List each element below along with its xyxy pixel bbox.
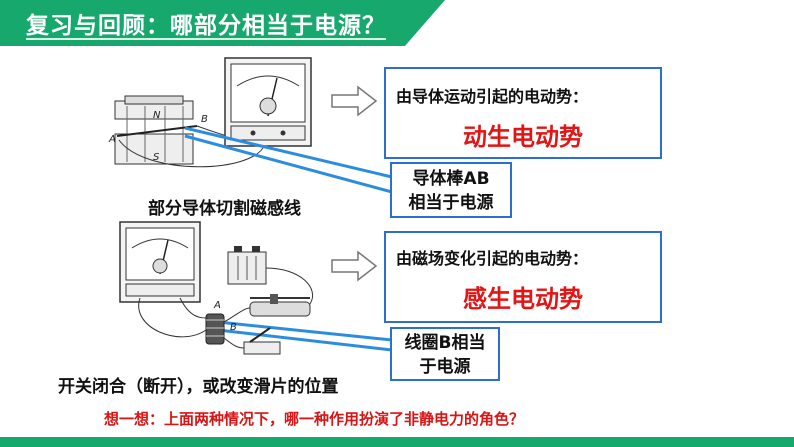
motional-emf-term: 动生电动势 (463, 123, 583, 151)
conductor-source-callout: 导体棒AB 相当于电源 (390, 162, 512, 218)
label-a: A (213, 300, 221, 311)
page-title: 复习与回顾：哪部分相当于电源？ (26, 13, 386, 39)
wire (118, 139, 266, 168)
rheostat-icon (249, 294, 311, 317)
magnet-icon (114, 95, 194, 165)
induced-emf-box: 由磁场变化引起的电动势： 感生电动势 (384, 231, 662, 323)
wire (265, 267, 314, 305)
label-b: B (201, 114, 208, 125)
battery-icon (227, 246, 267, 285)
coil-icon (205, 313, 225, 345)
label-n: N (153, 110, 161, 121)
motional-emf-box: 由导体运动引起的电动势： 动生电动势 (384, 67, 662, 159)
galvanometer-icon (119, 221, 201, 303)
wire (223, 337, 245, 349)
right-arrow-icon (331, 250, 378, 282)
coil-source-callout: 线圈B相当 于电源 (390, 327, 500, 381)
callout-line: 于电源 (419, 357, 471, 377)
label-s: S (153, 152, 160, 163)
motional-emf-lead: 由导体运动引起的电动势： (396, 87, 589, 106)
label-a: A (108, 134, 116, 145)
callout-line: 相当于电源 (408, 193, 494, 213)
wire (138, 297, 207, 338)
galvanometer-icon (224, 57, 312, 147)
think-question: 想一想：上面两种情况下，哪一种作用扮演了非静电力的角色？ (104, 410, 525, 428)
induced-emf-lead: 由磁场变化引起的电动势： (396, 249, 589, 268)
title-underline (26, 38, 386, 40)
callout-line: 导体棒AB (412, 169, 490, 189)
switch-icon (243, 327, 281, 355)
wire (179, 297, 209, 319)
bottom-caption: 开关闭合（断开），或改变滑片的位置 (58, 377, 339, 397)
induced-emf-term: 感生电动势 (463, 285, 583, 313)
conductor-rod (116, 125, 198, 137)
callout-line: 线圈B相当 (404, 333, 486, 353)
top-caption: 部分导体切割磁感线 (148, 199, 301, 219)
wire (223, 307, 251, 323)
label-b: B (230, 322, 237, 333)
moving-conductor-diagram: N S A B (108, 57, 312, 168)
title-bar: 复习与回顾：哪部分相当于电源？ (0, 0, 445, 46)
right-arrow-icon (331, 85, 378, 117)
induced-emf-diagram: A B (119, 221, 314, 355)
footer-bar (0, 437, 794, 447)
